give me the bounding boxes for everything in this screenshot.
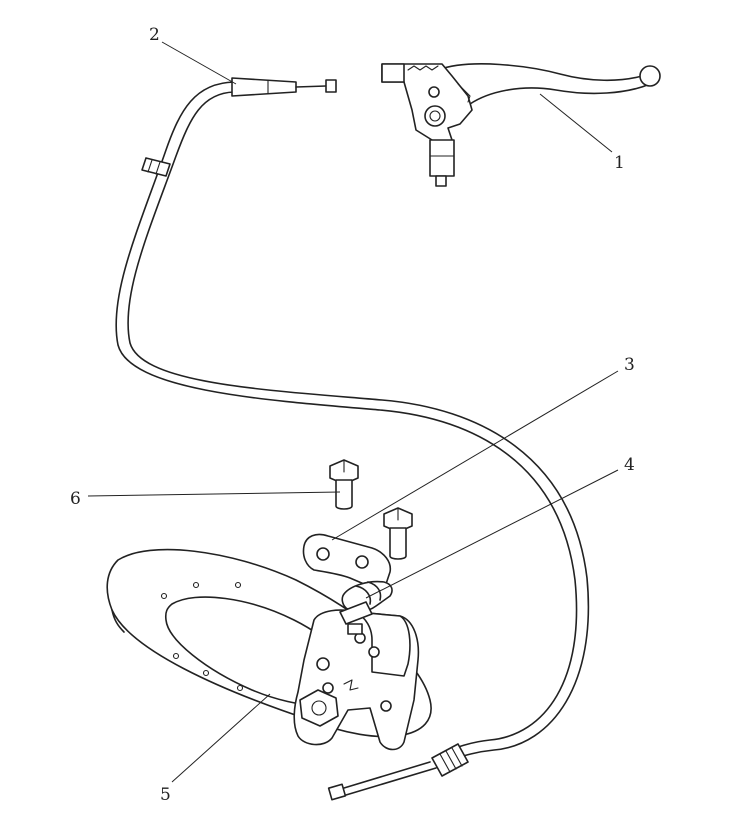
lever-clamp-bore <box>424 105 446 127</box>
leader-line-2 <box>161 41 237 85</box>
disc-bolt-hole <box>172 652 180 660</box>
brake-lever <box>381 63 661 187</box>
disc-bolt-hole <box>234 581 242 589</box>
caliper-piston <box>339 580 393 635</box>
callout-3: 3 <box>624 355 635 375</box>
caliper-set-screw <box>322 682 334 694</box>
cable-barrel-nipple <box>325 79 337 93</box>
lever-cable-socket <box>381 63 405 83</box>
lever-switch-housing <box>429 139 455 177</box>
callout-4: 4 <box>624 455 635 475</box>
callout-5: 5 <box>160 785 171 805</box>
piston-bush <box>339 601 373 625</box>
piston-pin <box>347 623 363 635</box>
leader-line-6 <box>87 491 341 497</box>
disc-bolt-hole <box>202 669 210 677</box>
cable-lower-nipple <box>327 783 347 801</box>
cable-clip <box>141 157 171 177</box>
callout-1: 1 <box>614 153 625 173</box>
leader-line-5 <box>171 693 271 783</box>
leader-lines <box>87 41 619 783</box>
caliper-pin-hole <box>316 657 330 671</box>
brake-cable <box>115 77 590 801</box>
caliper-adjuster-nut <box>299 689 339 727</box>
callout-2: 2 <box>149 25 160 45</box>
disc-bolt-hole <box>236 684 244 692</box>
lever-switch-plunger <box>435 175 447 187</box>
disc-bolt-hole <box>160 592 168 600</box>
cable-lower-ferrule <box>431 743 469 777</box>
mounting-bolt <box>383 507 413 560</box>
leader-line-3 <box>331 370 619 541</box>
cable-end-ferrule <box>231 77 297 97</box>
lever-ball-end <box>639 65 661 87</box>
callout-labels: 1 2 3 4 5 6 <box>70 25 635 805</box>
lever-pivot <box>428 86 440 98</box>
caliper-pin-hole <box>380 700 392 712</box>
disc-bolt-hole <box>192 581 200 589</box>
bracket-bolt-hole <box>316 547 330 561</box>
leader-line-1 <box>539 93 613 153</box>
caliper-pad-housing <box>355 611 411 677</box>
leader-line-4 <box>365 469 619 599</box>
bracket-bolt-hole <box>355 555 369 569</box>
mounting-bolt <box>329 459 359 510</box>
caliper-pin-hole <box>368 646 380 658</box>
callout-6: 6 <box>70 489 81 509</box>
